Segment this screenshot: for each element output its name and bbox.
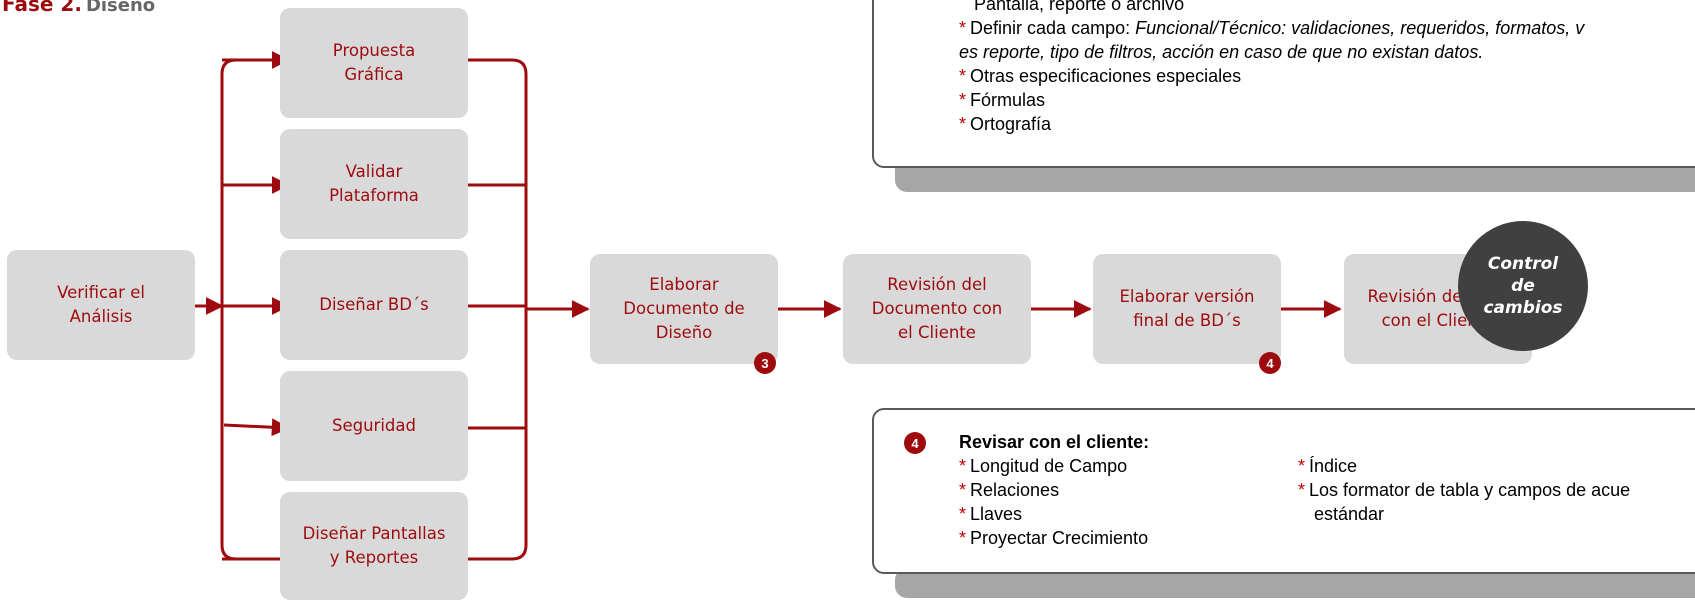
note-line-pantalla: Pantalla, reporte o archivo — [974, 0, 1185, 14]
control-cambios-node: Control de cambios — [1458, 221, 1588, 351]
review-item: *Los formator de tabla y campos de acue — [1298, 480, 1631, 500]
revision-documento-node: Revisión del Documento con el Cliente — [843, 254, 1031, 364]
bottom-notes-panel: 4 Revisar con el cliente: *Longitud de C… — [872, 408, 1695, 574]
seguridad-node: Seguridad — [280, 371, 468, 481]
note-item: *Ortografía — [959, 114, 1052, 134]
review-item: *Índice — [1298, 456, 1358, 476]
step-badge-3: 3 — [754, 352, 776, 374]
disenar-pantallas-node: Diseñar Pantallas y Reportes — [280, 492, 468, 600]
review-item: *Relaciones — [959, 480, 1060, 500]
note-item: *Otras especificaciones especiales — [959, 66, 1242, 86]
validar-plataforma-node: Validar Plataforma — [280, 129, 468, 239]
panel-badge-4: 4 — [904, 432, 926, 454]
review-item: *Proyectar Crecimiento — [959, 528, 1149, 548]
verificar-analisis-node: Verificar el Análisis — [7, 250, 195, 360]
diagram-title: Fase 2.Diseño — [2, 0, 155, 16]
review-item: *Llaves — [959, 504, 1023, 524]
phase-name: Diseño — [85, 0, 156, 16]
note-line-definir-cont: es reporte, tipo de filtros, acción en c… — [959, 42, 1484, 62]
note-item: *Fórmulas — [959, 90, 1046, 110]
propuesta-grafica-node: Propuesta Gráfica — [280, 8, 468, 118]
phase-label: Fase 2. — [2, 0, 82, 16]
panel-heading: Revisar con el cliente: — [959, 432, 1150, 452]
review-item-cont: estándar — [1314, 504, 1385, 524]
note-line-definir: *Definir cada campo: Funcional/Técnico: … — [959, 18, 1585, 38]
review-item: *Longitud de Campo — [959, 456, 1128, 476]
version-final-node: Elaborar versión final de BD´s — [1093, 254, 1281, 364]
disenar-bd-node: Diseñar BD´s — [280, 250, 468, 360]
step-badge-4: 4 — [1259, 352, 1281, 374]
elaborar-documento-node: Elaborar Documento de Diseño — [590, 254, 778, 364]
top-notes-panel: Pantalla, reporte o archivo *Definir cad… — [872, 0, 1695, 168]
